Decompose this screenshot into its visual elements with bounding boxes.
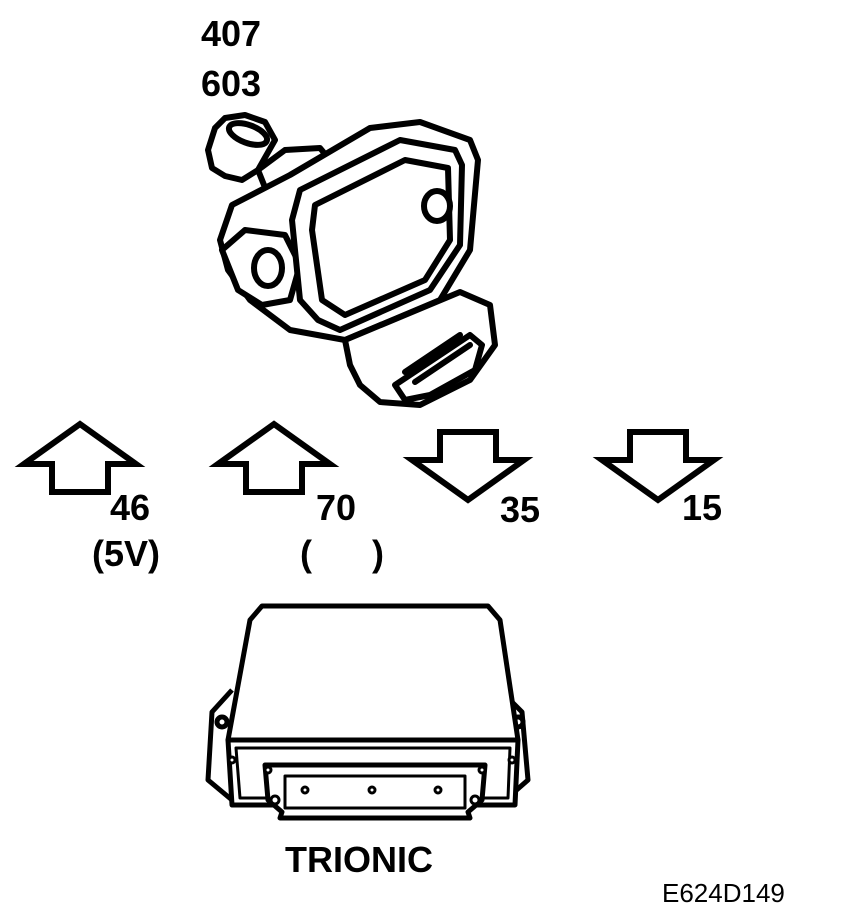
pin-46-voltage: (5V): [92, 533, 161, 574]
pin-15-down-arrow: [592, 429, 724, 504]
pin-46-number: 46: [110, 487, 151, 528]
figure-code: E624D149: [662, 878, 785, 908]
pin-70-up-arrow: [208, 420, 340, 495]
pin-35-number: 35: [500, 489, 541, 530]
pressure-sensor: [205, 112, 498, 408]
pin-70-number: 70: [316, 487, 357, 528]
pin-35-down-arrow: [402, 429, 534, 504]
component-number-1: 407: [201, 13, 262, 54]
pin-70-voltage: ( ): [300, 533, 384, 574]
ecu-label: TRIONIC: [285, 839, 433, 880]
ecu-unit: [205, 603, 531, 821]
component-number-2: 603: [201, 63, 262, 104]
pin-15-number: 15: [682, 487, 723, 528]
pin-46-up-arrow: [14, 420, 146, 495]
